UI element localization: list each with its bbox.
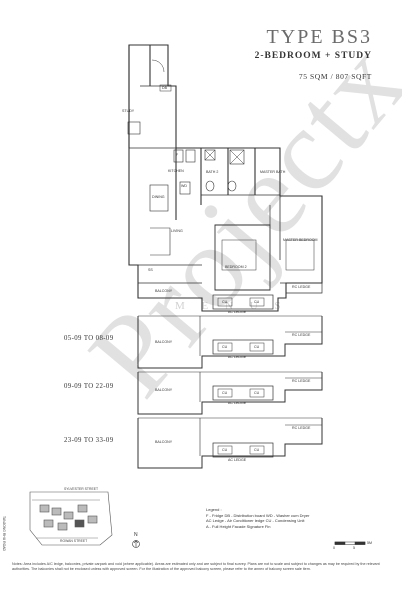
unit-type-title: TYPE BS3 bbox=[266, 26, 372, 48]
room-label-cu-1a: CU bbox=[222, 300, 228, 304]
room-label-cu-4a: CU bbox=[222, 448, 228, 452]
floor-range-3: 23-09 TO 33-09 bbox=[64, 437, 114, 444]
north-arrow-icon bbox=[132, 540, 140, 548]
scale-label-unit: 5M bbox=[367, 541, 372, 545]
floor-range-2: 09-09 TO 22-09 bbox=[64, 383, 114, 390]
room-label-fridge: F bbox=[176, 153, 179, 157]
room-label-rc-ledge-4: RC LEDGE bbox=[292, 426, 311, 430]
legend-block: Legend : F - Fridge DB - Distribution bo… bbox=[206, 507, 309, 529]
site-street-top: SYLVESTER STREET bbox=[64, 487, 99, 491]
room-label-wd: WD bbox=[181, 184, 187, 188]
scale-bar bbox=[334, 541, 366, 545]
room-label-balcony-4: BALCONY bbox=[155, 440, 173, 444]
unit-area: 75 SQM / 807 SQFT bbox=[298, 72, 372, 81]
room-label-cu-1b: CU bbox=[254, 300, 260, 304]
unit-type-subtitle: 2-BEDROOM + STUDY bbox=[254, 51, 372, 61]
room-label-dining: DINING bbox=[152, 195, 165, 199]
legend-line-3: A - Full Height Facade Signature Fin bbox=[206, 523, 271, 529]
room-label-cu-3a: CU bbox=[222, 391, 228, 395]
room-label-master-bath: MASTER BATH bbox=[260, 170, 286, 174]
room-label-cu-4b: CU bbox=[254, 448, 260, 452]
room-label-cu-3b: CU bbox=[254, 391, 260, 395]
room-label-balcony-1: BALCONY bbox=[155, 289, 173, 293]
room-label-cu-2a: CU bbox=[222, 345, 228, 349]
room-label-rc-ledge-3: RC LEDGE bbox=[292, 379, 311, 383]
room-label-balcony-3: BALCONY bbox=[155, 388, 173, 392]
legend-line-2: AC Ledge - Air Conditioner ledge CU - Co… bbox=[206, 518, 305, 524]
room-label-rc-ledge-2: RC LEDGE bbox=[292, 333, 311, 337]
room-label-bath2: BATH 2 bbox=[206, 170, 219, 174]
room-label-balcony-2: BALCONY bbox=[155, 340, 173, 344]
room-label-ac-ledge-1: AC LEDGE bbox=[228, 310, 247, 314]
room-label-db: DB bbox=[162, 86, 167, 90]
notes-text: Notes: Area includes A/C ledge, balconie… bbox=[12, 562, 380, 571]
room-label-kitchen: KITCHEN bbox=[168, 169, 184, 173]
unit-outline bbox=[128, 44, 323, 312]
room-label-ac-ledge-2: AC LEDGE bbox=[228, 355, 247, 359]
room-label-master-bedroom: MASTER BEDROOM bbox=[283, 238, 318, 242]
room-label-ac-ledge-4: AC LEDGE bbox=[228, 458, 247, 462]
room-label-study: STUDY bbox=[122, 109, 135, 113]
legend-title: Legend : bbox=[206, 507, 222, 512]
scale-label-mid: 5 bbox=[353, 546, 355, 550]
site-street-left: TANJONG RHU ROAD bbox=[2, 516, 6, 551]
scale-label-zero: 0 bbox=[333, 546, 335, 550]
room-label-rc-ledge-1: RC LEDGE bbox=[292, 285, 311, 289]
north-label: N bbox=[134, 532, 138, 538]
legend-line-1: F - Fridge DB - Distribution board WD - … bbox=[206, 512, 310, 518]
floor-range-1: 05-09 TO 08-09 bbox=[64, 335, 114, 342]
site-plan-map bbox=[29, 491, 113, 546]
site-street-bottom: ROWAN STREET bbox=[60, 539, 88, 543]
room-label-ss: SS bbox=[148, 268, 153, 272]
room-label-bedroom2: BEDROOM 2 bbox=[225, 265, 247, 269]
room-label-ac-ledge-3: AC LEDGE bbox=[228, 401, 247, 405]
room-label-living: LIVING bbox=[171, 229, 183, 233]
room-label-cu-2b: CU bbox=[254, 345, 260, 349]
